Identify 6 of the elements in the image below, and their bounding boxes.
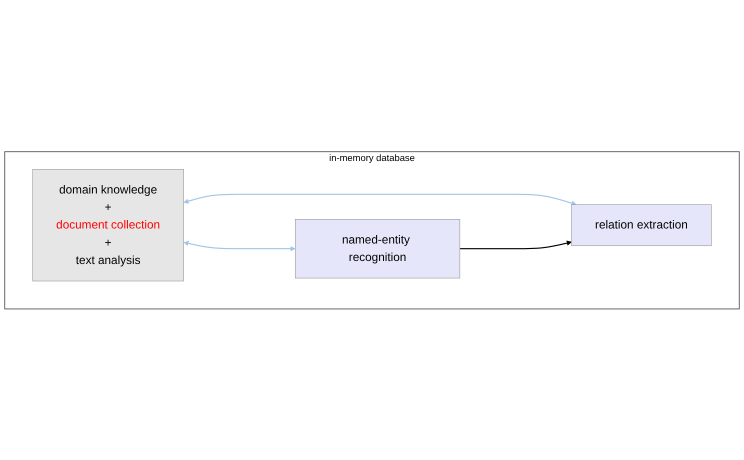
arrow: [460, 240, 572, 249]
arrow: [184, 193, 576, 206]
node-box: domain knowledge + document collection + text analysis: [32, 168, 184, 281]
arrow: [184, 240, 296, 251]
node-box: relation extraction: [571, 204, 712, 246]
node-box: named-entity recognition: [294, 218, 460, 278]
